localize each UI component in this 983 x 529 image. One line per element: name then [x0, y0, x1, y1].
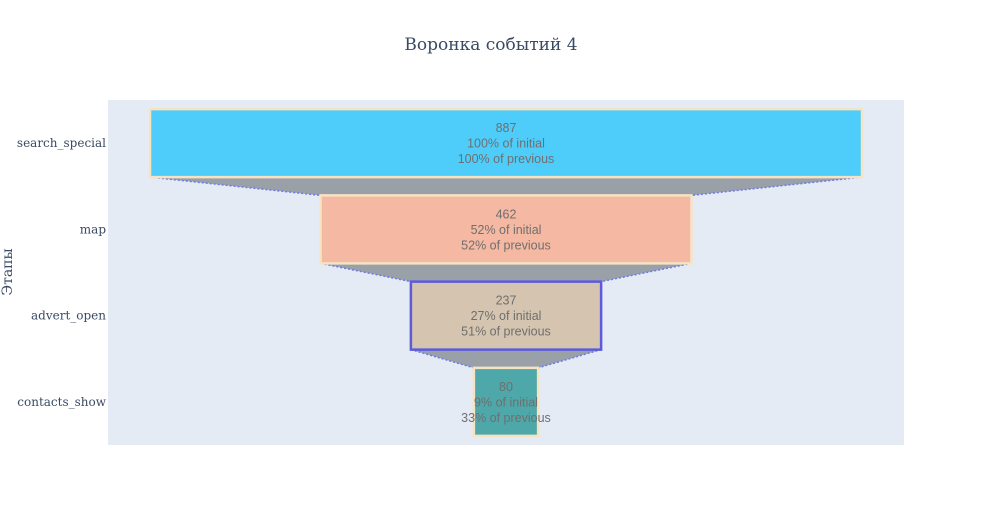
bar-pct-initial-label: 27% of initial — [471, 309, 542, 323]
bar-pct-previous-label: 33% of previous — [461, 411, 551, 425]
funnel-bar-map[interactable] — [319, 194, 693, 265]
y-axis-title: Этапы — [0, 248, 16, 295]
funnel-connector-edge — [149, 176, 321, 197]
bar-pct-initial-label: 100% of initial — [467, 137, 545, 151]
chart-title: Воронка событий 4 — [404, 35, 577, 55]
bar-pct-initial-label: 52% of initial — [471, 223, 542, 237]
y-tick-label: map — [80, 222, 107, 236]
funnel-bar-search-special[interactable] — [148, 107, 864, 179]
y-tick-label: contacts_show — [17, 395, 106, 409]
bar-pct-initial-label: 9% of initial — [474, 395, 538, 409]
funnel-connector-edge — [410, 348, 475, 369]
funnel-bar-contacts-show[interactable] — [472, 366, 540, 438]
funnel-connector-edge — [537, 348, 602, 369]
funnel-connector-edge — [600, 262, 692, 283]
funnel-bar-advert-open[interactable] — [409, 280, 603, 351]
bar-value-label: 237 — [496, 294, 517, 308]
bar-pct-previous-label: 52% of previous — [461, 238, 551, 252]
funnel-connector — [150, 177, 862, 196]
y-tick-label: search_special — [17, 136, 106, 150]
bar-pct-previous-label: 51% of previous — [461, 325, 551, 339]
bar-value-label: 462 — [496, 207, 517, 221]
funnel-connector-edge — [320, 262, 412, 283]
bar-value-label: 887 — [496, 121, 517, 135]
bar-pct-previous-label: 100% of previous — [458, 152, 555, 166]
connectors — [149, 176, 863, 369]
y-tick-label: advert_open — [31, 309, 106, 323]
funnel-connector-edge — [691, 176, 863, 197]
bar-value-label: 80 — [499, 380, 513, 394]
funnel-connector — [320, 263, 692, 282]
